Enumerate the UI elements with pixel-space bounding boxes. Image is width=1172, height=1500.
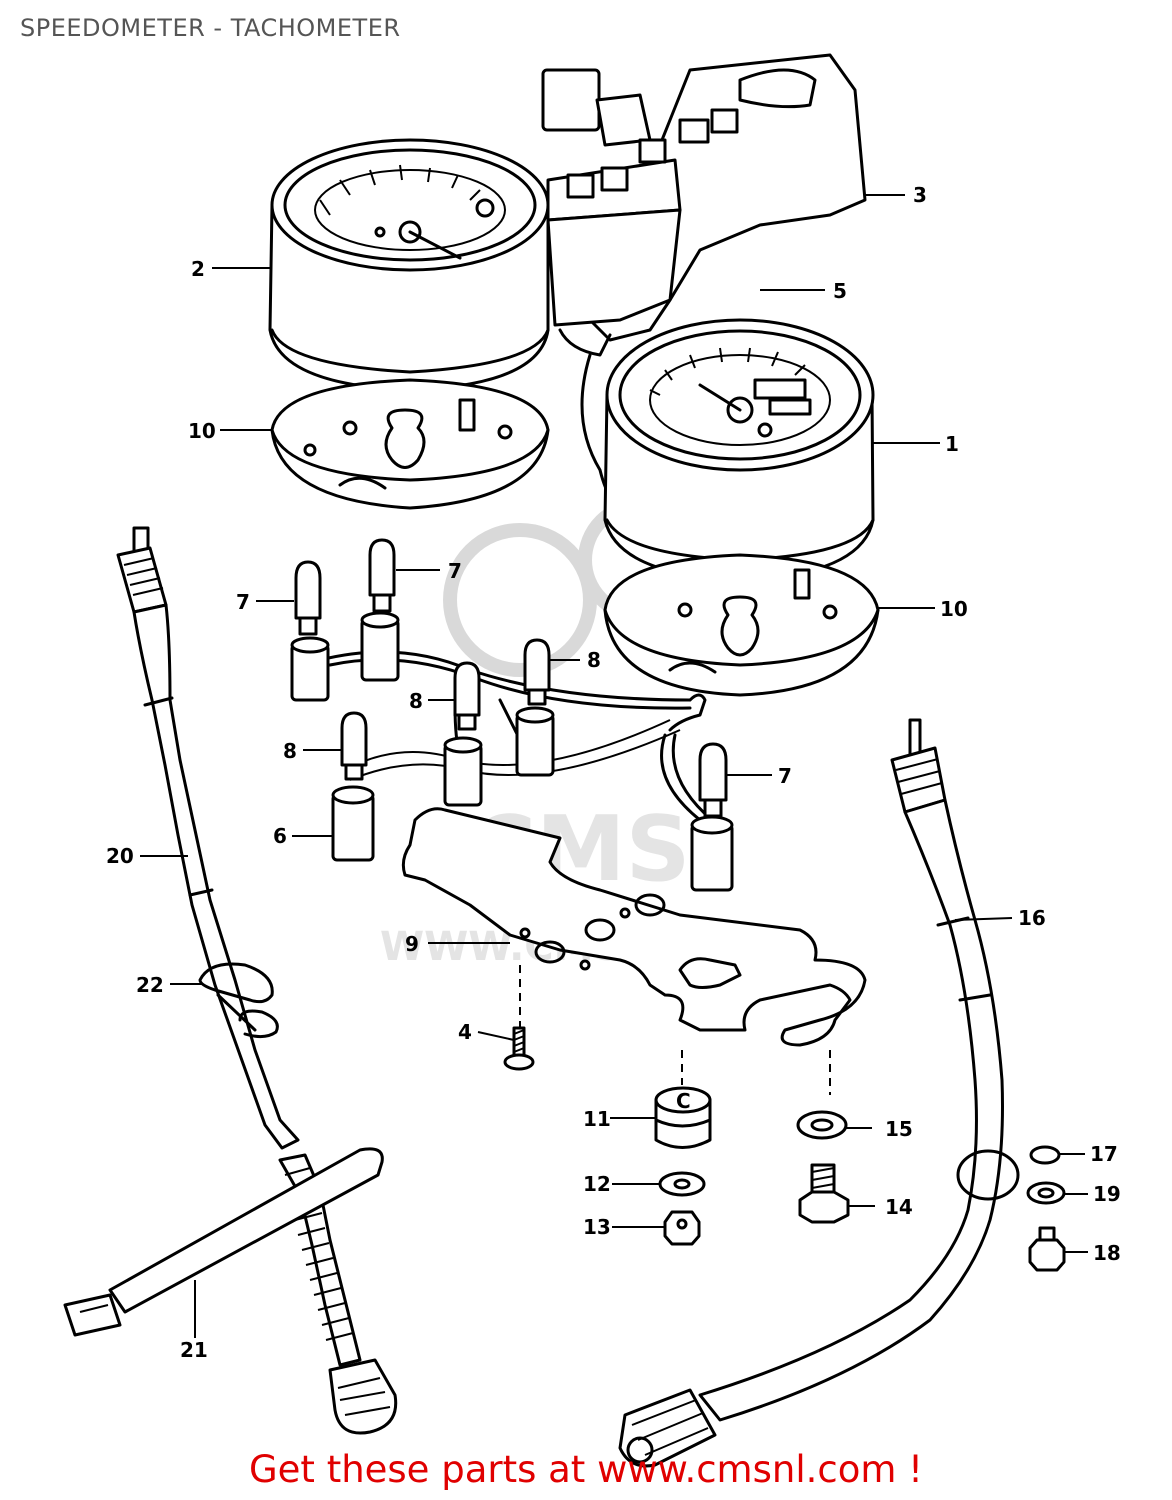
socket — [515, 706, 555, 777]
callout-7-top: 7 — [448, 559, 462, 583]
callout-4: 4 — [458, 1020, 472, 1044]
callout-13: 13 — [583, 1215, 611, 1239]
socket — [360, 611, 400, 682]
bulb — [294, 560, 322, 636]
callout-22: 22 — [136, 973, 164, 997]
callout-18: 18 — [1093, 1241, 1121, 1265]
cable-clip — [198, 962, 279, 1039]
callout-10-upper: 10 — [188, 419, 216, 443]
bulbs — [294, 538, 728, 818]
callout-1: 1 — [945, 432, 959, 456]
callout-9: 9 — [405, 932, 419, 956]
callout-6: 6 — [273, 824, 287, 848]
callout-5: 5 — [833, 279, 847, 303]
socket — [290, 636, 330, 702]
socket — [331, 785, 375, 862]
tachometer — [268, 138, 550, 392]
mounting-plate — [401, 807, 867, 1047]
clamp-hardware — [1026, 1145, 1066, 1272]
speedometer — [603, 318, 875, 582]
callout-12: 12 — [583, 1172, 611, 1196]
assembly-lines — [519, 965, 831, 1095]
callout-labels: 1 2 3 4 5 6 7 7 7 8 8 8 9 10 10 11 12 13… — [106, 183, 1121, 1362]
callout-3: 3 — [913, 183, 927, 207]
bulb — [453, 661, 481, 731]
svg-text:C: C — [676, 1089, 691, 1113]
bulb — [523, 638, 551, 706]
callout-8-mid: 8 — [409, 689, 423, 713]
callout-16: 16 — [1018, 906, 1046, 930]
callout-7-right: 7 — [778, 764, 792, 788]
callout-8-left: 8 — [283, 739, 297, 763]
meter-cup-lower — [603, 553, 880, 697]
washer — [658, 1171, 706, 1197]
page-title: SPEEDOMETER - TACHOMETER — [20, 14, 401, 42]
callout-17: 17 — [1090, 1142, 1118, 1166]
callout-7-left: 7 — [236, 590, 250, 614]
bulb — [340, 711, 368, 781]
grommet: C — [654, 1086, 712, 1149]
socket — [690, 815, 734, 892]
footer-link[interactable]: Get these parts at www.cmsnl.com ! — [248, 1448, 923, 1491]
callout-19: 19 — [1093, 1182, 1121, 1206]
socket — [443, 736, 483, 807]
cable-strap — [63, 1147, 384, 1337]
callout-15: 15 — [885, 1117, 913, 1141]
callout-21: 21 — [180, 1338, 208, 1362]
callout-20: 20 — [106, 844, 134, 868]
callout-14: 14 — [885, 1195, 913, 1219]
bulb-sockets — [290, 611, 734, 892]
screw — [503, 1026, 535, 1071]
nut — [663, 1210, 701, 1246]
leader-lines — [140, 194, 1088, 1338]
meter-cup-upper — [270, 378, 550, 510]
callout-11: 11 — [583, 1107, 611, 1131]
callout-8-top: 8 — [587, 648, 601, 672]
bulb — [368, 538, 396, 613]
bolt — [798, 1163, 850, 1224]
bulb — [698, 742, 728, 818]
callout-2: 2 — [191, 257, 205, 281]
callout-10-lower: 10 — [940, 597, 968, 621]
washer-large — [796, 1110, 848, 1140]
